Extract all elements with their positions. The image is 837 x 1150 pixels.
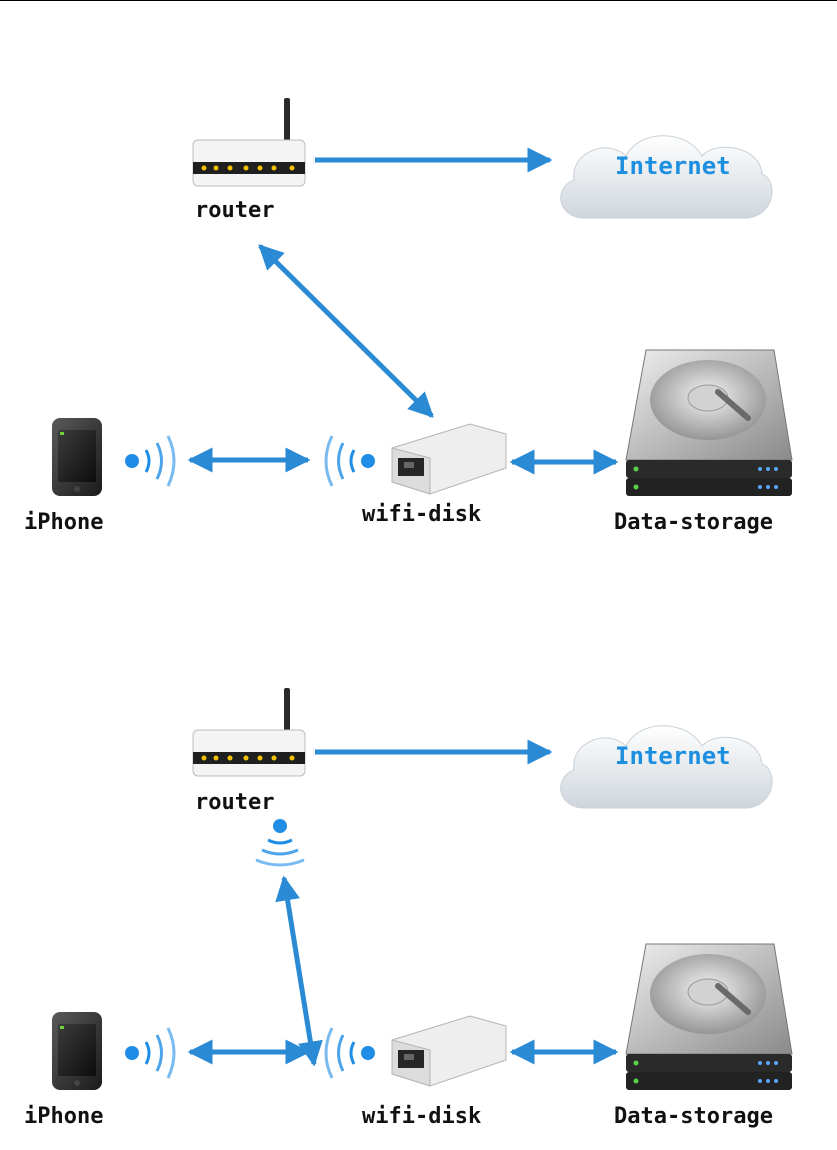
router-label: router xyxy=(195,200,274,222)
hard-drive-icon xyxy=(626,350,792,496)
router-label: router xyxy=(195,792,274,814)
wireless-signal-icon xyxy=(256,819,304,865)
diagram-1-graphics xyxy=(0,0,837,560)
diagram-router-connection: router Internet iPhone wifi-disk Data-st… xyxy=(0,0,837,560)
diagram-2-graphics xyxy=(0,590,837,1150)
iphone-label: iPhone xyxy=(24,1106,103,1128)
router-icon xyxy=(193,98,305,186)
iphone-icon xyxy=(52,1012,102,1090)
hard-drive-icon xyxy=(626,944,792,1090)
arrow-router-wifi-disk xyxy=(284,878,314,1064)
diagram-wireless-router-connection: router Internet iPhone wifi-disk Data-st… xyxy=(0,590,837,1150)
iphone-label: iPhone xyxy=(24,512,103,534)
data-storage-label: Data-storage xyxy=(614,512,773,534)
wifi-disk-icon xyxy=(392,1016,506,1086)
iphone-icon xyxy=(52,418,102,496)
wifi-disk-label: wifi-disk xyxy=(362,504,481,526)
wireless-signal-icon xyxy=(326,436,375,486)
data-storage-label: Data-storage xyxy=(614,1106,773,1128)
wireless-signal-icon xyxy=(326,1028,375,1078)
wireless-signal-icon xyxy=(125,1028,174,1078)
wifi-disk-icon xyxy=(392,424,506,494)
wireless-signal-icon xyxy=(125,436,174,486)
arrow-router-wifi-disk xyxy=(260,246,432,416)
internet-label: Internet xyxy=(615,744,731,768)
internet-label: Internet xyxy=(615,154,731,178)
wifi-disk-label: wifi-disk xyxy=(362,1106,481,1128)
router-icon xyxy=(193,688,305,776)
